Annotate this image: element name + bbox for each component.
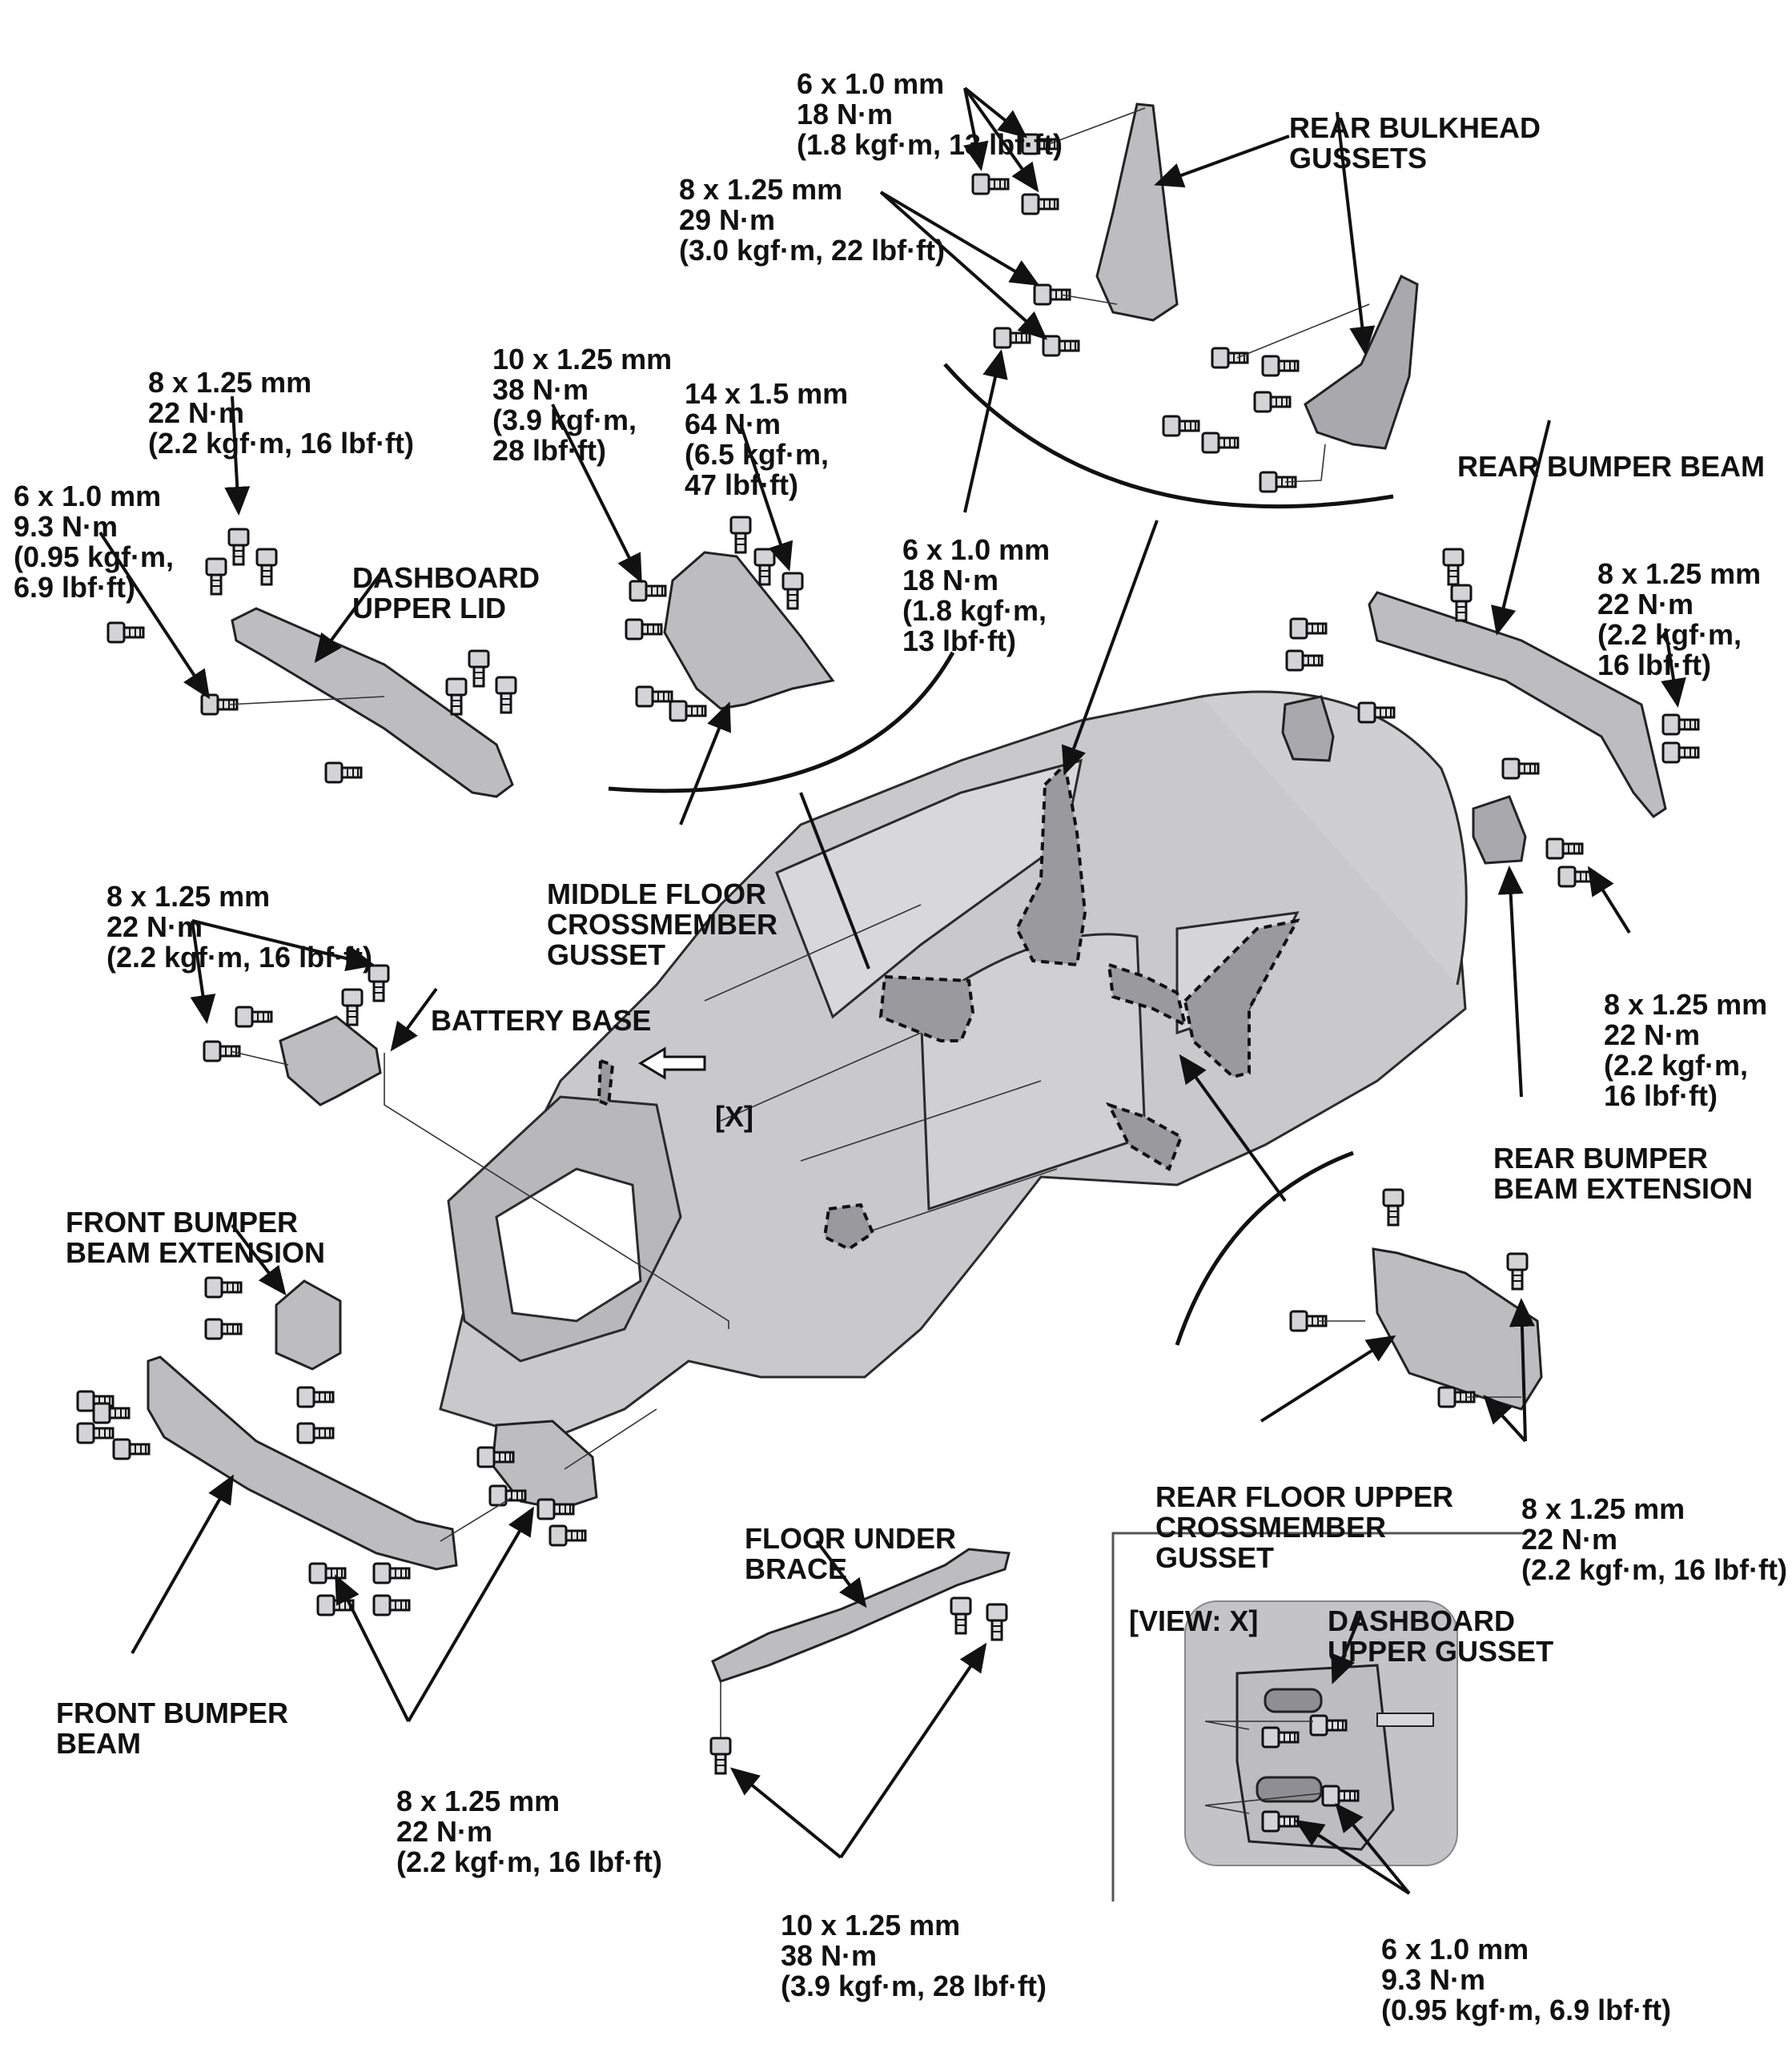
arc-rear-floor xyxy=(1175,1150,1354,1346)
floor-under-brace-part xyxy=(709,1548,1011,1775)
label-view-x-marker: [X] xyxy=(715,1100,753,1133)
car-body-shell xyxy=(439,690,1468,1443)
middle-floor-gusset-part xyxy=(625,516,835,722)
label-rear-bumper-beam: REAR BUMPER BEAM xyxy=(1457,450,1766,483)
rear-bumper-beam-part xyxy=(1281,548,1700,888)
highlight-rear-floor-upper xyxy=(1183,918,1300,1079)
highlight-rear-lower xyxy=(1106,1102,1183,1171)
highlight-rear-gusset xyxy=(1107,962,1187,1028)
highlight-middle-floor xyxy=(878,974,975,1042)
view-x-arrow-icon xyxy=(638,1046,706,1080)
front-bumper-beam-extension-part xyxy=(204,1276,598,1547)
arc-rear-bulkhead xyxy=(943,363,1394,509)
battery-base-part xyxy=(203,964,390,1106)
highlight-rear-bulkhead xyxy=(1015,761,1087,967)
highlight-dashboard-gusset xyxy=(822,1203,875,1251)
label-view-x-title: [VIEW: X] xyxy=(1129,1604,1259,1637)
highlight-view-x xyxy=(597,1058,615,1107)
body-diagram xyxy=(76,86,1700,1901)
label-battery-base: BATTERY BASE xyxy=(431,1004,652,1037)
arc-middle-floor xyxy=(608,651,955,793)
front-bumper-beam-part xyxy=(76,1355,458,1616)
